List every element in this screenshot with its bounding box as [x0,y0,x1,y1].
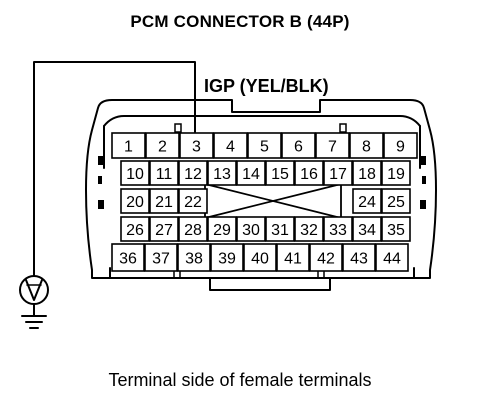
terminal-number: 21 [155,194,173,211]
terminal-number: 38 [185,251,203,268]
terminal-cell [381,188,411,214]
terminal-cell [145,132,180,159]
terminal-number: 12 [184,166,202,183]
terminal-number: 4 [226,139,235,156]
terminal-number: 43 [350,251,368,268]
terminal-cell [149,216,179,242]
terminal-number: 35 [387,222,405,239]
terminal-cell [236,160,266,186]
terminal-cell [281,132,316,159]
terminal-cell [210,243,244,272]
terminal-cell [381,216,411,242]
terminal-cell [236,216,266,242]
terminal-number: 39 [218,251,236,268]
terminal-number: 41 [284,251,302,268]
terminal-number: 28 [184,222,202,239]
connector-housing [85,99,437,279]
terminal-number: 42 [317,251,335,268]
terminal-cell [349,132,384,159]
terminal-cell [120,216,150,242]
terminal-cell [381,160,411,186]
terminal-number: 31 [271,222,289,239]
terminal-number: 44 [383,251,401,268]
terminal-number: 8 [362,139,371,156]
terminal-number: 32 [300,222,318,239]
terminal-cell [323,160,353,186]
terminal-cell [149,188,179,214]
caption: Terminal side of female terminals [108,370,372,390]
terminal-number: 15 [271,166,289,183]
terminal-number: 10 [126,166,144,183]
terminal-cell [352,188,382,214]
probe-wire [33,61,196,277]
terminal-cell [179,132,214,159]
terminal-cell [207,216,237,242]
terminal-cell [352,160,382,186]
terminal-number: 6 [294,139,303,156]
terminal-cell [120,160,150,186]
terminal-cell [120,188,150,214]
terminal-number: 36 [119,251,137,268]
terminal-cell [383,132,418,159]
terminal-number: 33 [329,222,347,239]
terminal-cell [309,243,343,272]
terminal-cell [178,216,208,242]
terminal-number: 2 [158,139,167,156]
terminal-number: 18 [358,166,376,183]
terminal-cell [207,160,237,186]
terminal-cell [315,132,350,159]
terminal-number: 14 [242,166,260,183]
terminal-number: 34 [358,222,376,239]
terminal-cell [276,243,310,272]
terminal-cell [265,216,295,242]
terminal-number: 7 [328,139,337,156]
diagram-title: PCM CONNECTOR B (44P) [130,12,350,31]
blank-area [204,183,342,219]
terminal-number: 24 [358,194,376,211]
terminal-number: 25 [387,194,405,211]
terminal-number: 29 [213,222,231,239]
terminal-number: 13 [213,166,231,183]
terminal-cell [111,243,145,272]
terminal-number: 1 [124,139,133,156]
terminal-number: 17 [329,166,347,183]
terminal-number: 20 [126,194,144,211]
terminal-cell [265,160,295,186]
terminal-number: 30 [242,222,260,239]
terminal-cell [247,132,282,159]
terminal-cell [213,132,248,159]
terminal-number: 3 [192,139,201,156]
terminal-cell [323,216,353,242]
terminal-number: 40 [251,251,269,268]
terminal-cell [342,243,376,272]
terminal-cell [178,160,208,186]
terminal-number: 9 [396,139,405,156]
terminal-cell [294,160,324,186]
terminal-number: 22 [184,194,202,211]
terminal-cell [178,188,208,214]
terminal-number: 11 [156,166,173,183]
terminal-number: 27 [155,222,173,239]
wire-label: IGP (YEL/BLK) [204,76,329,96]
terminal-cell [294,216,324,242]
terminal-number: 26 [126,222,144,239]
terminal-cell [111,132,146,159]
terminal-cell [149,160,179,186]
terminal-number: 19 [387,166,405,183]
terminal-cell [144,243,178,272]
terminal-cell [375,243,409,272]
terminal-number: 16 [300,166,318,183]
terminal-cell [243,243,277,272]
terminal-cell [177,243,211,272]
terminal-number: 37 [152,251,170,268]
terminal-number: 5 [260,139,269,156]
terminal-cell [352,216,382,242]
ground-icon [21,315,47,329]
